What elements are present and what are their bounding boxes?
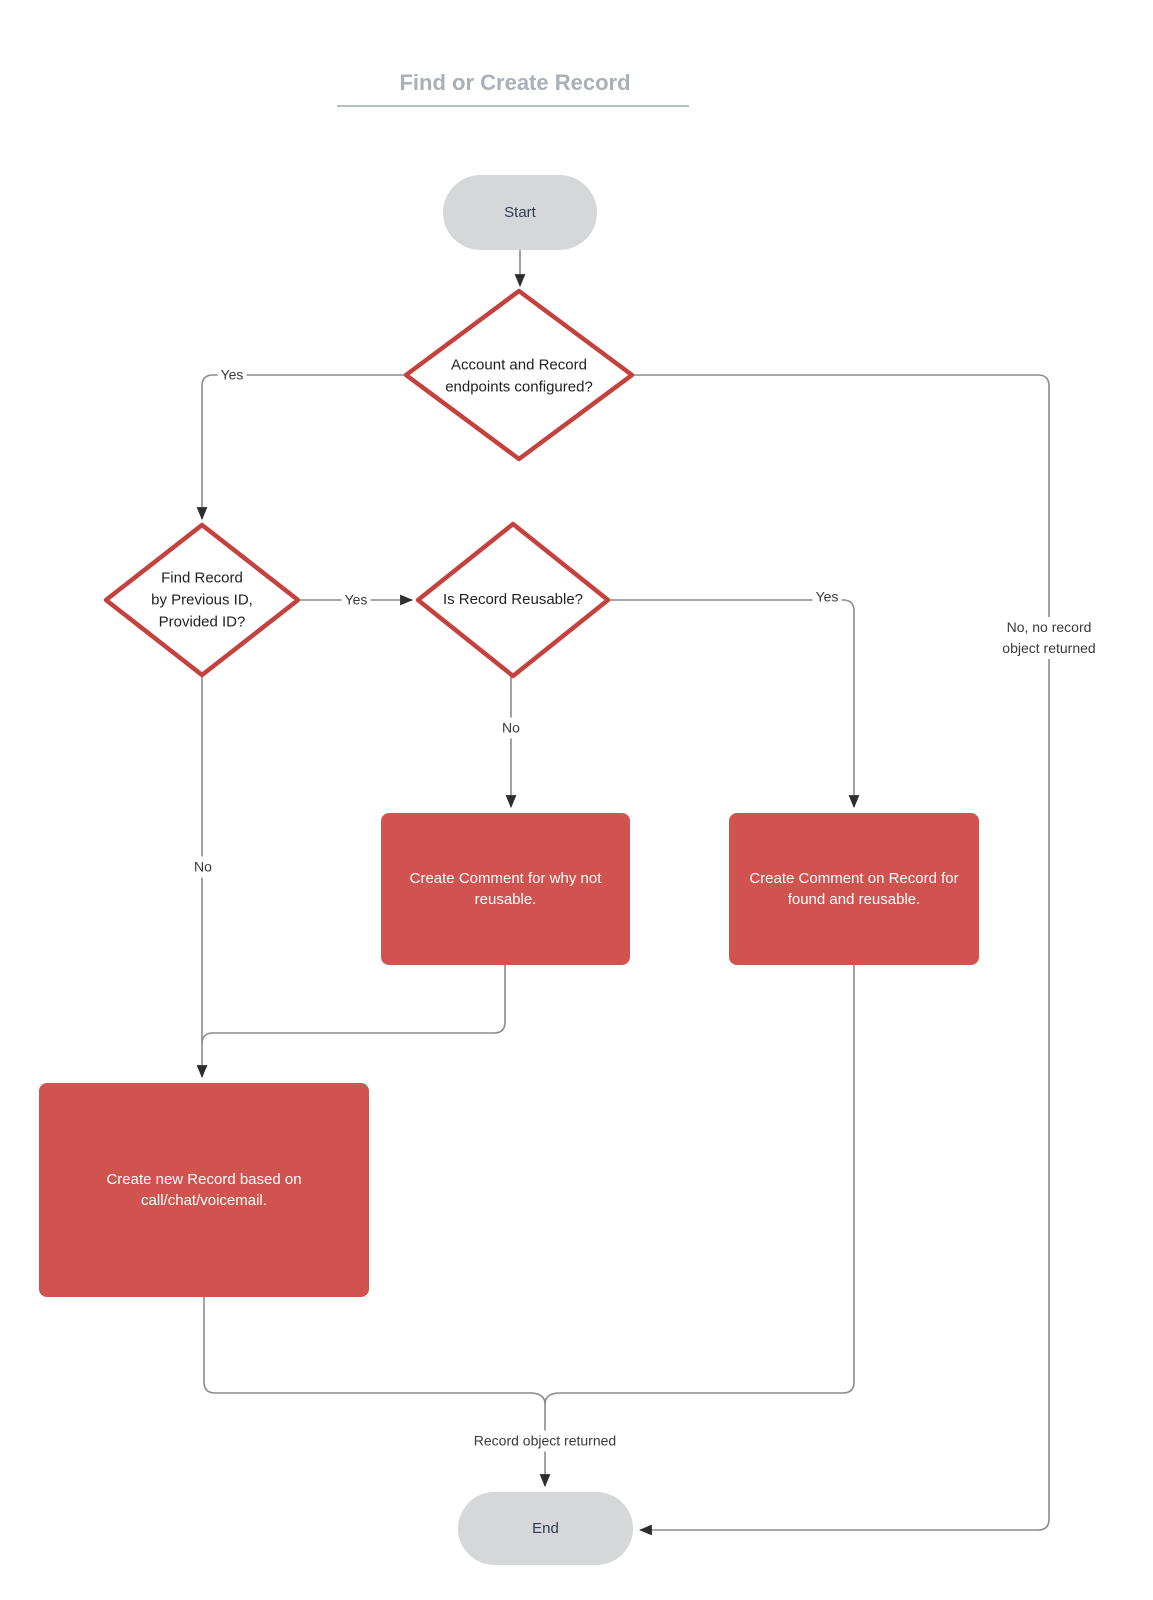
title-underline [337,105,689,107]
process-create-new-record-label: Create new Record based on call/chat/voi… [106,1171,302,1209]
edge-label-find-yes: Yes [341,589,371,611]
process-create-new-record: Create new Record based on call/chat/voi… [39,1083,369,1297]
decision-endpoints-configured-shape [403,288,635,462]
connector-comment-found-to-merge [544,965,855,1405]
decision-find-record-shape [103,522,301,678]
decision-is-reusable-label: Is Record Reusable? [442,591,584,609]
start-node-label: Start [504,204,536,221]
decision-is-reusable-shape [415,521,611,679]
edge-label-endpoints-no: No, no record object returned [999,617,1099,659]
edge-label-find-no: No [191,856,215,878]
end-node: End [458,1492,633,1565]
connector-comment-not-reusable-to-create-record [201,965,506,1045]
process-comment-found-reusable: Create Comment on Record for found and r… [729,813,979,965]
edge-label-record-returned: Record object returned [470,1430,620,1452]
edge-label-reusable-yes: Yes [812,586,842,608]
connector-create-record-to-merge [203,1297,546,1405]
start-node: Start [443,175,597,250]
connector-endpoints-no-to-end [632,374,1050,1536]
connector-endpoints-yes-to-find-decision [196,374,406,521]
edge-label-reusable-no: No [499,717,523,739]
decision-find-record-label: Find Record by Previous ID, Provided ID? [151,569,253,630]
end-node-label: End [532,1520,559,1537]
decision-endpoints-configured-label: Account and Record endpoints configured? [445,356,593,395]
process-comment-found-reusable-label: Create Comment on Record for found and r… [749,870,959,908]
page-title: Find or Create Record [399,70,631,95]
edge-label-endpoints-yes: Yes [217,364,247,386]
process-comment-not-reusable-label: Create Comment for why not reusable. [409,870,602,908]
connector-reusable-yes-to-comment-found [608,599,860,809]
process-comment-not-reusable: Create Comment for why not reusable. [381,813,630,965]
